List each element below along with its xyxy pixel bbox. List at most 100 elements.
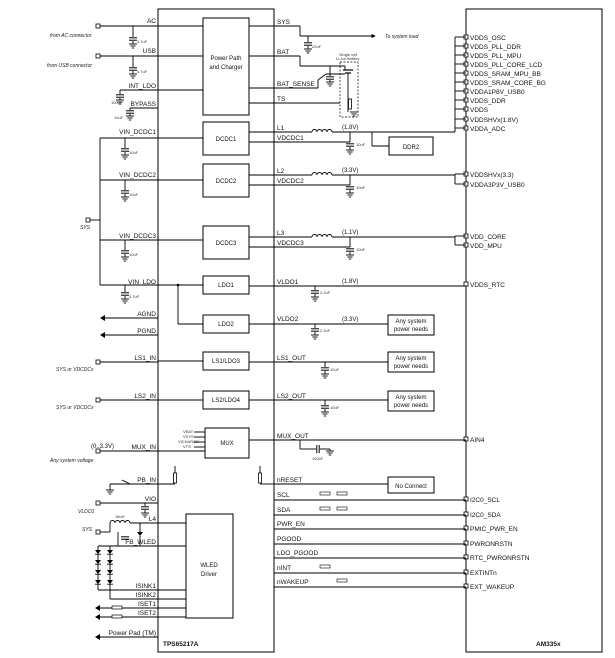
pmic-chip-label: TPS65217A [163,641,199,648]
svg-text:VIN_DCDC1: VIN_DCDC1 [119,129,156,136]
svg-text:Driver: Driver [201,572,217,578]
svg-text:from AC connector: from AC connector [50,33,92,39]
svg-text:MUX: MUX [220,441,233,447]
svg-text:PMIC_PWR_EN: PMIC_PWR_EN [470,526,518,533]
svg-text:I2C0_SCL: I2C0_SCL [470,497,500,504]
svg-text:LS1/LDO3: LS1/LDO3 [212,359,241,365]
svg-text:nRESET: nRESET [277,477,302,484]
ldo2-block: LDO2 [202,314,250,334]
left-input-wiring [85,23,205,640]
wled-driver-block: WLED Driver [185,513,234,619]
svg-text:100nF: 100nF [111,100,123,105]
svg-text:LS2_OUT: LS2_OUT [277,393,306,400]
svg-text:nWAKEUP: nWAKEUP [277,579,309,586]
svg-text:VDCDC2: VDCDC2 [277,178,304,185]
svg-text:VDDA1P8V_USB0: VDDA1P8V_USB0 [470,89,525,96]
svg-text:ISINK2: ISINK2 [135,592,156,599]
soc-chip [465,8,603,653]
svg-text:USB: USB [143,48,156,55]
svg-text:(0..3.3V): (0..3.3V) [91,444,114,450]
soc-chip-label: AM335x [536,641,561,648]
svg-text:I2C0_SDA: I2C0_SDA [470,512,501,519]
power-path-charger-block: Power Path and Charger [202,17,250,116]
svg-text:18uH: 18uH [115,514,125,519]
svg-text:(1.8V): (1.8V) [342,125,358,131]
svg-text:L3: L3 [277,230,285,237]
svg-text:4.7uF: 4.7uF [129,294,140,299]
any-load-box-ldo2: Any system power needs [387,314,435,336]
svg-text:SYS or VDCDCx: SYS or VDCDCx [56,367,94,373]
svg-text:ISET2: ISET2 [138,610,156,617]
svg-text:MUX_IN: MUX_IN [131,444,156,451]
svg-text:from USB connector: from USB connector [47,63,92,69]
right-annotations: To system load Single cell Li-Ion batter… [312,34,419,461]
svg-text:Any system voltage: Any system voltage [49,458,94,464]
svg-text:(1.1V): (1.1V) [342,230,358,236]
soc-pin-labels: VDDS_OSC VDDS_PLL_DDR VDDS_PLL_MPU VDDS_… [470,35,546,591]
any-load-box-ls2: Any system power needs [387,390,435,412]
svg-text:LS2_IN: LS2_IN [134,393,156,400]
svg-text:VIN_DCDC2: VIN_DCDC2 [119,172,156,179]
svg-text:power needs: power needs [394,327,428,333]
dcdc2-block: DCDC2 [202,163,250,198]
svg-text:INT_LDO: INT_LDO [129,83,156,90]
svg-text:BYPASS: BYPASS [130,101,156,108]
svg-text:VDDS_PLL_CORE_LCD: VDDS_PLL_CORE_LCD [470,62,543,69]
svg-text:PGOOD: PGOOD [277,536,302,543]
no-connect-box: No Connect [387,476,435,494]
svg-text:VDDS_PLL_DDR: VDDS_PLL_DDR [470,44,521,51]
svg-text:No Connect: No Connect [395,484,427,490]
right-output-wiring [249,25,466,588]
dcdc3-block: DCDC3 [202,225,250,260]
svg-text:VDDA3P3V_USB0: VDDA3P3V_USB0 [470,182,525,189]
svg-text:DCDC2: DCDC2 [216,179,237,185]
svg-text:LDO_PGOOD: LDO_PGOOD [277,550,318,557]
svg-text:SYS: SYS [80,225,91,231]
svg-text:SYS or VDCDCx: SYS or VDCDCx [56,405,94,411]
svg-text:VDCDC3: VDCDC3 [277,240,304,247]
svg-text:LS1_IN: LS1_IN [134,355,156,362]
svg-text:10uF: 10uF [356,247,366,252]
svg-text:PB_IN: PB_IN [137,477,156,484]
svg-text:LS2/LDO4: LS2/LDO4 [212,398,241,404]
svg-text:ISINK1: ISINK1 [135,583,156,590]
pmic-right-pin-labels: SYS BAT BAT_SENSE TS L1 VDCDC1 L2 VDCDC2… [277,19,318,586]
svg-text:Single cell: Single cell [339,52,357,57]
svg-text:VDDA_ADC: VDDA_ADC [470,126,506,133]
svg-text:WLED: WLED [200,563,218,569]
svg-text:VLDO2: VLDO2 [277,316,299,323]
svg-text:DDR2: DDR2 [403,145,420,151]
svg-text:10uF: 10uF [129,252,139,257]
svg-text:SYS: SYS [82,527,93,533]
svg-text:10uF: 10uF [330,405,340,410]
svg-text:VDDS_DDR: VDDS_DDR [470,98,506,105]
left-annotations: from AC connector from USB connector SYS… [47,33,148,533]
svg-text:VBAT: VBAT [183,429,194,434]
svg-text:TS: TS [277,96,286,103]
svg-text:Any system: Any system [395,319,426,325]
svg-text:VDDS_RTC: VDDS_RTC [470,282,505,289]
svg-text:Any system: Any system [395,356,426,362]
svg-text:VDDSHVx(3.3): VDDSHVx(3.3) [470,172,514,179]
svg-text:VDDS_PLL_MPU: VDDS_PLL_MPU [470,53,522,60]
svg-text:AGND: AGND [137,311,156,318]
dcdc1-block: DCDC1 [202,121,250,156]
svg-text:2.2uF: 2.2uF [320,290,331,295]
svg-text:AIN4: AIN4 [470,437,485,444]
svg-text:BAT: BAT [277,49,289,56]
svg-text:VIN_LDO: VIN_LDO [128,279,156,286]
svg-text:DCDC1: DCDC1 [216,137,237,143]
svg-text:VDDS_OSC: VDDS_OSC [470,35,506,42]
ls2-ldo4-block: LS2/LDO4 [202,390,250,410]
svg-text:VIO: VIO [145,496,156,503]
svg-text:VDD_CORE: VDD_CORE [470,234,507,241]
svg-text:PWRONRSTN: PWRONRSTN [470,541,513,548]
svg-text:VSYS: VSYS [183,434,194,439]
svg-text:Power Path: Power Path [210,56,241,62]
svg-text:To system load: To system load [385,34,419,40]
svg-text:power needs: power needs [394,403,428,409]
ldo1-block: LDO1 [202,275,250,295]
svg-text:10uF: 10uF [129,192,139,197]
svg-text:EXT_WAKEUP: EXT_WAKEUP [470,584,514,591]
svg-text:VDDS_SRAM_MPU_BB: VDDS_SRAM_MPU_BB [470,71,541,78]
